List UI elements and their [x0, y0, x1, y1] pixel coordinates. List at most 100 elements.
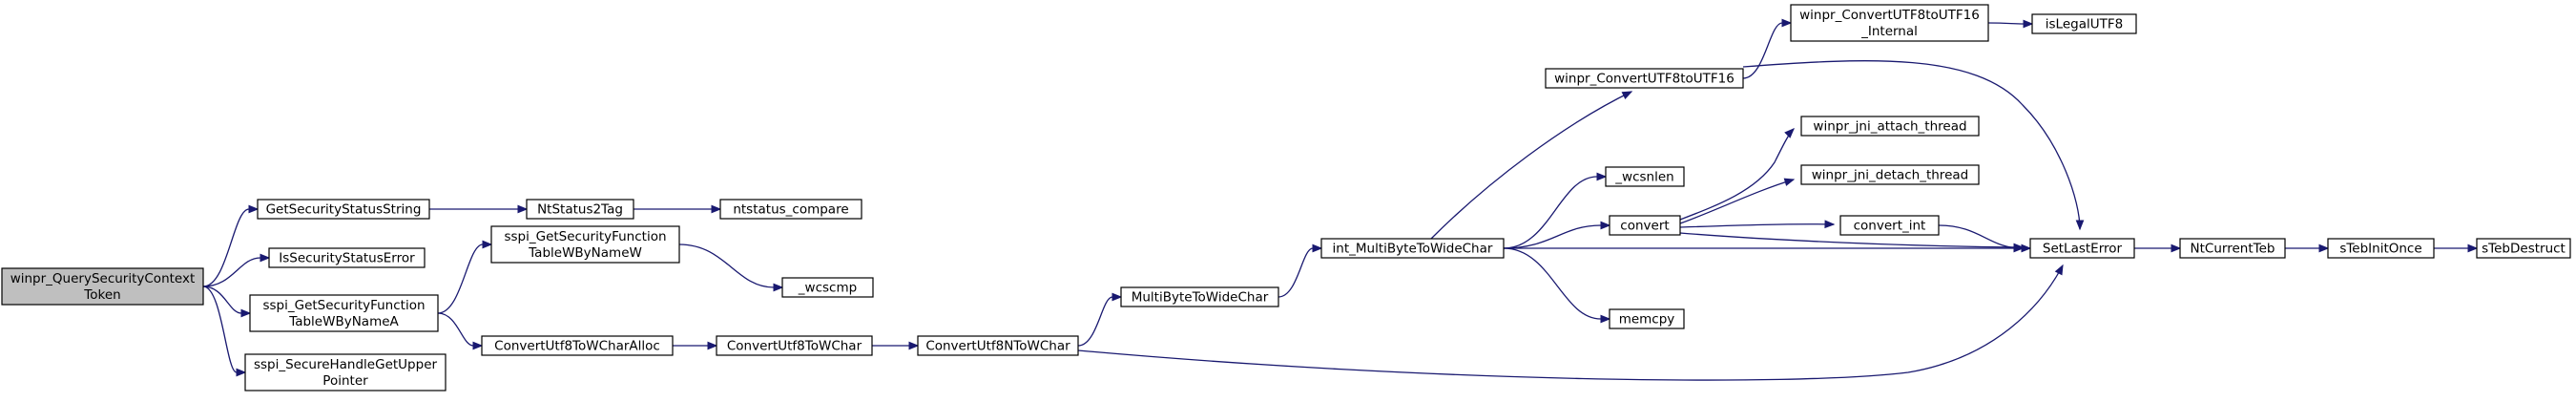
node-label: Pointer	[322, 373, 368, 389]
node-box[interactable]	[1545, 68, 1744, 89]
node-label: int_MultiByteToWideChar	[1333, 242, 1493, 257]
node-box[interactable]	[249, 294, 439, 332]
node-box[interactable]	[1120, 286, 1279, 307]
node-label: _Internal	[1860, 24, 1918, 39]
edge-convertutf8ntowchar-to-multibytetowidechar	[1077, 292, 1123, 347]
edge-winpr-convertutf8toutf16-internal-to-islegalutf8-line	[1987, 22, 2025, 25]
node-setlasterror[interactable]: SetLastError	[2029, 238, 2135, 259]
edge-convertutf8towcharalloc-to-convertutf8towchar-arrowhead	[707, 341, 718, 350]
node-label: TableWByNameW	[528, 245, 642, 261]
node-box[interactable]	[2327, 238, 2435, 259]
node-convertutf8towcharalloc[interactable]: ConvertUtf8ToWCharAlloc	[481, 335, 674, 356]
edge-convert-to-winpr-jni-detach-thread-arrowhead	[1783, 178, 1796, 186]
node--wcscmp[interactable]: _wcscmp	[781, 277, 874, 298]
edge-int-multibytetowidechar-to-convert-arrowhead	[1600, 221, 1611, 230]
node-box[interactable]	[1, 267, 204, 306]
edge-winpr-convertutf8toutf16-to-setlasterror	[1742, 60, 2085, 231]
node-box[interactable]	[2031, 13, 2137, 34]
node-label: winpr_ConvertUTF8toUTF16	[1799, 8, 1980, 23]
node-stebdestruct[interactable]: sTebDestruct	[2476, 238, 2571, 259]
node-box[interactable]	[490, 225, 680, 264]
edge-getsecuritystatusstring-to-ntstatus2tag	[428, 204, 529, 214]
node-getsecuritystatusstring[interactable]: GetSecurityStatusString	[257, 199, 430, 220]
edge-int-multibytetowidechar-to-memcpy-line	[1503, 247, 1602, 320]
node-convert[interactable]: convert	[1609, 215, 1681, 236]
node-box[interactable]	[1800, 164, 1980, 185]
node-label: sTebInitOnce	[2339, 242, 2421, 257]
node-label: winpr_jni_detach_thread	[1812, 168, 1968, 183]
node-multibytetowidechar[interactable]: MultiByteToWideChar	[1120, 286, 1279, 307]
node-label: winpr_ConvertUTF8toUTF16	[1554, 72, 1735, 87]
node-winpr-jni-attach-thread[interactable]: winpr_jni_attach_thread	[1800, 116, 1980, 137]
node-box[interactable]	[1605, 166, 1685, 187]
node-box[interactable]	[781, 277, 874, 298]
node-islegalutf8[interactable]: isLegalUTF8	[2031, 13, 2137, 34]
node-box[interactable]	[257, 199, 430, 220]
node-box[interactable]	[1790, 4, 1989, 42]
edge-winpr-convertutf8toutf16-to-setlasterror-line	[1742, 60, 2081, 230]
node--wcsnlen[interactable]: _wcsnlen	[1605, 166, 1685, 187]
edge-convert-to-winpr-jni-attach-thread	[1679, 128, 1795, 221]
node-ntcurrentteb[interactable]: NtCurrentTeb	[2179, 238, 2286, 259]
edge-int-multibytetowidechar-to-winpr-convertutf8toutf16-line	[1430, 91, 1632, 240]
edge-int-multibytetowidechar-to-convert	[1503, 221, 1611, 249]
node-box[interactable]	[481, 335, 674, 356]
node-box[interactable]	[268, 247, 426, 268]
edge-sspi-getsecurityfunctiontablewbynamea-to-sspi-getsecurityfunctiontablewbynamew-line	[437, 243, 484, 314]
edge-convertutf8ntowchar-to-multibytetowidechar-line	[1077, 296, 1113, 347]
node-box[interactable]	[1609, 215, 1681, 236]
node-int-multibytetowidechar[interactable]: int_MultiByteToWideChar	[1320, 238, 1505, 259]
edge-convertutf8towchar-to-convertutf8ntowchar-arrowhead	[908, 341, 920, 350]
edge-ntstatus2tag-to-ntstatus-compare-arrowhead	[711, 204, 722, 214]
edge-multibytetowidechar-to-int-multibytetowidechar	[1278, 243, 1323, 298]
node-box[interactable]	[526, 199, 634, 220]
edge-winpr-convertutf8toutf16-internal-to-islegalutf8	[1987, 19, 2034, 29]
node-label: MultiByteToWideChar	[1132, 290, 1269, 306]
edge-convert-to-winpr-jni-attach-thread-line	[1679, 128, 1795, 221]
edge-sspi-getsecurityfunctiontablewbynamea-to-convertutf8towcharalloc	[437, 312, 484, 350]
node-memcpy[interactable]: memcpy	[1609, 308, 1685, 329]
node-box[interactable]	[1800, 116, 1980, 137]
edge-multibytetowidechar-to-int-multibytetowidechar-line	[1278, 247, 1314, 298]
edge-winpr-convertutf8toutf16-to-winpr-convertutf8toutf16-internal-arrowhead	[1781, 18, 1793, 28]
node-box[interactable]	[1839, 215, 1940, 236]
node-convertutf8ntowchar[interactable]: ConvertUtf8NToWChar	[917, 335, 1079, 356]
edge-convert-to-convert-int	[1679, 220, 1836, 229]
node-label: ntstatus_compare	[733, 202, 848, 218]
node-box[interactable]	[2476, 238, 2571, 259]
edge-winpr-querysecuritycontexttoken-to-sspi-securehandlegetupperpointer-arrowhead	[236, 368, 247, 377]
edge-int-multibytetowidechar-to--wcsnlen	[1503, 172, 1608, 249]
node-stebinitonce[interactable]: sTebInitOnce	[2327, 238, 2435, 259]
node-ntstatus2tag[interactable]: NtStatus2Tag	[526, 199, 634, 220]
node-box[interactable]	[716, 335, 873, 356]
edge-setlasterror-to-ntcurrentteb-arrowhead	[2171, 243, 2182, 253]
edge-sspi-getsecurityfunctiontablewbynamew-to--wcscmp-line	[678, 243, 775, 288]
node-label: winpr_QuerySecurityContext	[10, 271, 196, 286]
node-box[interactable]	[1320, 238, 1505, 259]
node-label: ConvertUtf8ToWCharAlloc	[494, 339, 660, 354]
node-box[interactable]	[1609, 308, 1685, 329]
node-box[interactable]	[244, 353, 447, 391]
node-convertutf8towchar[interactable]: ConvertUtf8ToWChar	[716, 335, 873, 356]
edge-stebinitonce-to-stebdestruct-arrowhead	[2467, 243, 2479, 253]
edge-convert-to-winpr-jni-detach-thread	[1679, 178, 1796, 224]
node-winpr-jni-detach-thread[interactable]: winpr_jni_detach_thread	[1800, 164, 1980, 185]
node-label: isLegalUTF8	[2046, 17, 2123, 32]
node-ntstatus-compare[interactable]: ntstatus_compare	[719, 199, 862, 220]
edge-sspi-getsecurityfunctiontablewbynamew-to--wcscmp-arrowhead	[773, 283, 784, 292]
edge-int-multibytetowidechar-to-winpr-convertutf8toutf16	[1430, 91, 1633, 240]
node-winpr-convertutf8toutf16-internal[interactable]: winpr_ConvertUTF8toUTF16_Internal	[1790, 4, 1989, 42]
node-box[interactable]	[2179, 238, 2286, 259]
node-winpr-convertutf8toutf16[interactable]: winpr_ConvertUTF8toUTF16	[1545, 68, 1744, 89]
node-box[interactable]	[719, 199, 862, 220]
node-issecuritystatuserror[interactable]: IsSecurityStatusError	[268, 247, 426, 268]
node-box[interactable]	[2029, 238, 2135, 259]
node-box[interactable]	[917, 335, 1079, 356]
node-convert-int[interactable]: convert_int	[1839, 215, 1940, 236]
node-label: NtCurrentTeb	[2191, 242, 2275, 257]
